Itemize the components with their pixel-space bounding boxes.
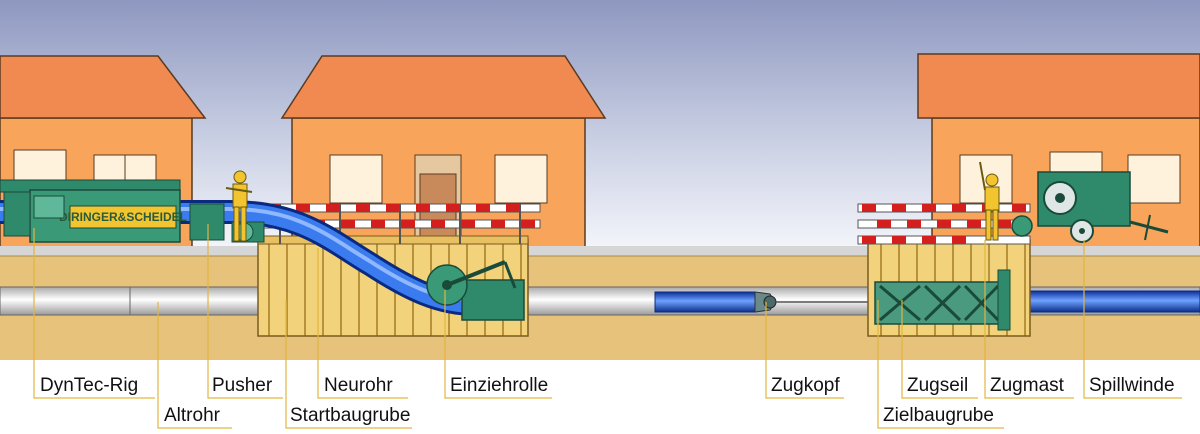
pulling-frame [874,269,1011,331]
leader-lines [33,224,1182,429]
sidewalk [0,246,1200,256]
label-startbaugrube: Startbaugrube [290,405,410,426]
label-zugmast: Zugmast [990,375,1065,396]
label-neurohr: Neurohr [324,375,393,396]
label-dyntec-rig: DynTec-Rig [40,375,138,396]
label-spillwinde: Spillwinde [1089,375,1175,396]
label-zugseil: Zugseil [907,375,968,396]
label-einziehrolle: Einziehrolle [450,375,548,396]
capstan-winch [1011,171,1169,243]
new-pipe-inside [654,290,1200,313]
insertion-roller [426,260,525,321]
label-altrohr: Altrohr [164,405,221,426]
brand-label: DIRINGER&SCHEIDEL [59,210,187,224]
labels: DynTec-Rig Altrohr Pusher Startbaugrube … [40,375,1175,426]
barrier-target [857,203,1031,245]
label-pusher: Pusher [212,375,273,396]
label-zielbaugrube: Zielbaugrube [883,405,994,426]
worker-start [225,170,253,242]
label-zugkopf: Zugkopf [771,375,840,396]
worker-target [979,161,1000,241]
